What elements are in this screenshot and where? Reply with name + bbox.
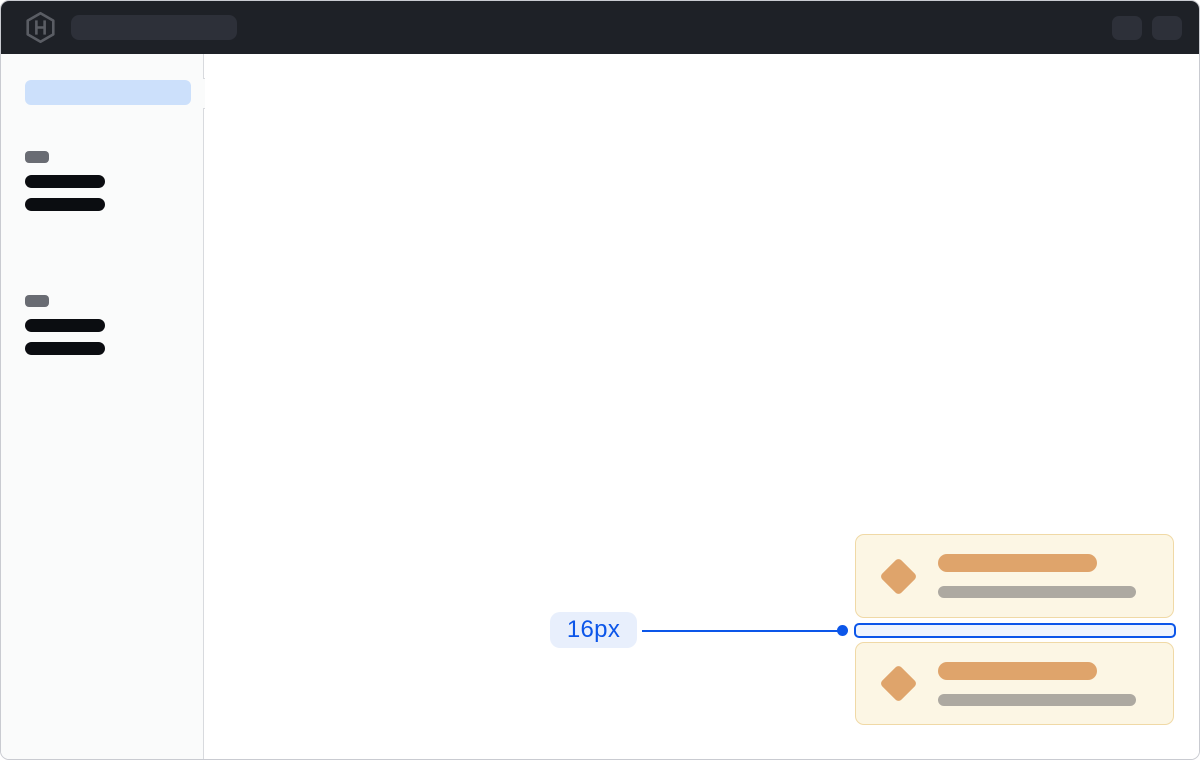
spacing-connector-dot <box>837 625 848 636</box>
hashicorp-logo-icon <box>26 11 55 44</box>
card-skeleton <box>855 642 1174 725</box>
card-subtitle-skeleton <box>938 693 1136 706</box>
sidebar-item-selected-skeleton[interactable] <box>25 80 191 105</box>
spacing-highlight <box>854 623 1176 638</box>
topbar-action-skeleton-1[interactable] <box>1112 16 1142 40</box>
card-skeleton <box>855 534 1174 618</box>
sidebar-section-label-skeleton <box>25 151 49 163</box>
spacing-label: 16px <box>550 612 637 648</box>
main-content: 16px <box>205 54 1199 759</box>
side-nav <box>1 54 218 759</box>
card-title-skeleton <box>938 661 1097 680</box>
diamond-icon <box>879 664 918 703</box>
sidebar-section-label-skeleton <box>25 295 49 307</box>
sidebar-item-skeleton[interactable] <box>25 198 105 211</box>
card-text-skeleton <box>938 554 1136 598</box>
card-subtitle-skeleton <box>938 586 1136 598</box>
topbar-action-skeleton-2[interactable] <box>1152 16 1182 40</box>
card-text-skeleton <box>938 661 1136 706</box>
top-navbar <box>1 1 1199 54</box>
sidebar-item-skeleton[interactable] <box>25 342 105 355</box>
sidebar-item-skeleton[interactable] <box>25 319 105 332</box>
card-title-skeleton <box>938 554 1097 572</box>
global-search-skeleton[interactable] <box>71 15 237 40</box>
spacing-connector-line <box>642 629 838 632</box>
sidebar-item-skeleton[interactable] <box>25 175 105 188</box>
diamond-icon <box>879 556 918 596</box>
